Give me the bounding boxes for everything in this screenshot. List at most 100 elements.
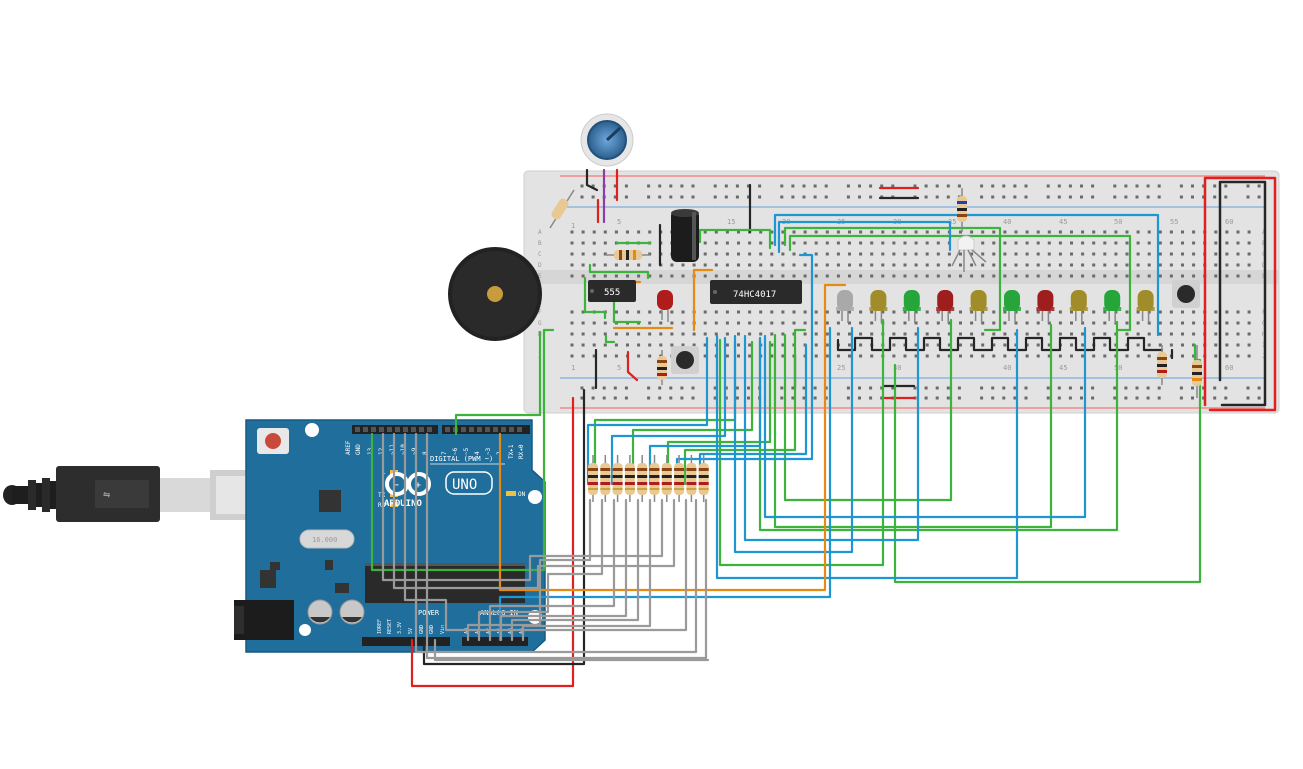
led-green[interactable] <box>1003 290 1021 323</box>
analog-header <box>462 637 528 646</box>
wire-blue[interactable] <box>743 326 920 542</box>
wire-blue[interactable] <box>610 336 727 486</box>
resistor-bank-item[interactable] <box>674 455 685 502</box>
push-button[interactable] <box>671 346 699 374</box>
resistor-bank-item[interactable] <box>600 455 611 502</box>
wire-gray[interactable] <box>477 498 604 642</box>
wire-blue[interactable] <box>777 220 952 254</box>
wire-green[interactable] <box>783 318 953 502</box>
wire-green[interactable] <box>604 334 616 344</box>
usb-chip <box>319 490 341 512</box>
wire-blue[interactable] <box>763 326 1087 519</box>
wire-green[interactable] <box>588 263 650 280</box>
bb-col-45: 45 <box>1059 218 1067 226</box>
wire-black[interactable] <box>585 168 599 192</box>
wire-blue[interactable] <box>586 336 709 486</box>
resistor-bank-item[interactable] <box>661 455 672 502</box>
reset-button[interactable] <box>265 433 281 449</box>
bb-col-55: 55 <box>1170 218 1178 226</box>
wire-green[interactable] <box>666 340 772 486</box>
ic-74hc4017-label: 74HC4017 <box>733 290 776 300</box>
pin-label-tx1: TX▸1 <box>508 444 515 459</box>
resistor-bank-item[interactable] <box>588 455 598 502</box>
led-green[interactable] <box>902 290 921 323</box>
wire-gray[interactable] <box>381 432 664 582</box>
wire-rail-red[interactable] <box>1203 176 1277 412</box>
led-yellow[interactable] <box>1069 290 1088 323</box>
resistor-right-1[interactable] <box>1157 345 1167 385</box>
resistor-bank-item[interactable] <box>649 455 660 502</box>
resistor-right-2[interactable] <box>1192 345 1202 398</box>
wire-gray[interactable] <box>466 498 592 642</box>
resistor-bank-item[interactable] <box>637 455 648 502</box>
pin-label-13: 13 <box>367 447 374 455</box>
led-red[interactable] <box>1036 290 1055 323</box>
rgb-led[interactable] <box>951 235 987 272</box>
potentiometer[interactable] <box>580 113 634 167</box>
resistor-top-rail[interactable] <box>957 188 967 232</box>
wire-green[interactable] <box>788 234 1132 332</box>
wire-green[interactable] <box>783 226 1002 332</box>
resistor-horizontal[interactable] <box>605 250 650 260</box>
resistor-pot[interactable] <box>549 189 575 229</box>
wire-blue[interactable] <box>715 328 1019 580</box>
wire-green[interactable] <box>370 328 555 572</box>
pin-label-12: 12 <box>378 447 385 455</box>
wire-gray[interactable] <box>425 432 708 660</box>
wire-gray[interactable] <box>414 432 698 654</box>
led-green[interactable] <box>1103 290 1122 323</box>
pin-label-gnd-1: GND <box>419 625 425 634</box>
wire-orange[interactable] <box>498 283 847 592</box>
buzzer[interactable] <box>448 247 542 341</box>
wire-green[interactable] <box>698 228 772 250</box>
resistor-vertical[interactable] <box>657 350 667 385</box>
led-yellow[interactable] <box>869 290 888 323</box>
electrolytic-capacitor[interactable] <box>671 209 699 262</box>
wire-5v[interactable] <box>410 396 575 688</box>
wire-green[interactable] <box>773 323 1053 529</box>
resistor-bank-item[interactable] <box>612 455 623 502</box>
bb-row-a: A <box>538 229 542 236</box>
led-red[interactable] <box>936 290 955 323</box>
wire-blue[interactable] <box>733 326 854 554</box>
wire-gray[interactable] <box>433 638 710 662</box>
regulator <box>260 570 276 588</box>
wire-red[interactable] <box>626 350 639 382</box>
wire-gray[interactable] <box>521 498 652 642</box>
wire-blue[interactable] <box>648 336 762 486</box>
wire-green[interactable] <box>583 276 607 320</box>
arduino-uno[interactable]: AREF GND 13 12 ~11 ~10 ~9 8 7 ~6 ~5 4 ~3… <box>234 419 546 653</box>
wires[interactable] <box>370 168 1277 688</box>
bb-col-30-bottom: 30 <box>893 364 901 372</box>
wire-rail-black[interactable] <box>1218 180 1267 407</box>
wire-gray[interactable] <box>499 498 628 642</box>
wire-green[interactable] <box>718 318 885 567</box>
led-white[interactable] <box>836 290 854 323</box>
usb-plug-metal <box>160 478 210 512</box>
push-button-right[interactable] <box>1172 280 1200 308</box>
bb-col-45-bottom: 45 <box>1059 364 1067 372</box>
led-yellow[interactable] <box>1136 290 1155 323</box>
ic-74hc4017[interactable]: 74HC4017 <box>710 280 802 304</box>
wire-green[interactable] <box>631 340 754 486</box>
breadboard[interactable]: 1 5 10 15 20 25 30 35 40 45 50 55 60 1 5… <box>523 170 1280 414</box>
resistor-bank-item[interactable] <box>686 455 697 502</box>
bb-col-35: 35 <box>948 218 956 226</box>
led-indicator[interactable] <box>657 290 673 322</box>
led-yellow[interactable] <box>969 290 988 323</box>
wire-led-ground-bus[interactable] <box>836 336 1164 352</box>
wire-orange[interactable] <box>692 268 714 332</box>
wire-gray[interactable] <box>488 498 616 642</box>
resistor-bank-item[interactable] <box>698 455 709 502</box>
resistor-bank-item[interactable] <box>624 455 635 502</box>
wire-gray[interactable] <box>403 432 688 632</box>
bb-row-c: C <box>538 251 542 258</box>
wire-green[interactable] <box>454 330 542 436</box>
wire-green[interactable] <box>893 343 1202 584</box>
wire-green[interactable] <box>612 300 642 324</box>
wire-gray[interactable] <box>392 432 676 590</box>
ic-555[interactable]: 555 <box>588 280 636 302</box>
wire-green[interactable] <box>683 328 807 486</box>
usb-icon: ⇋ <box>103 487 110 501</box>
